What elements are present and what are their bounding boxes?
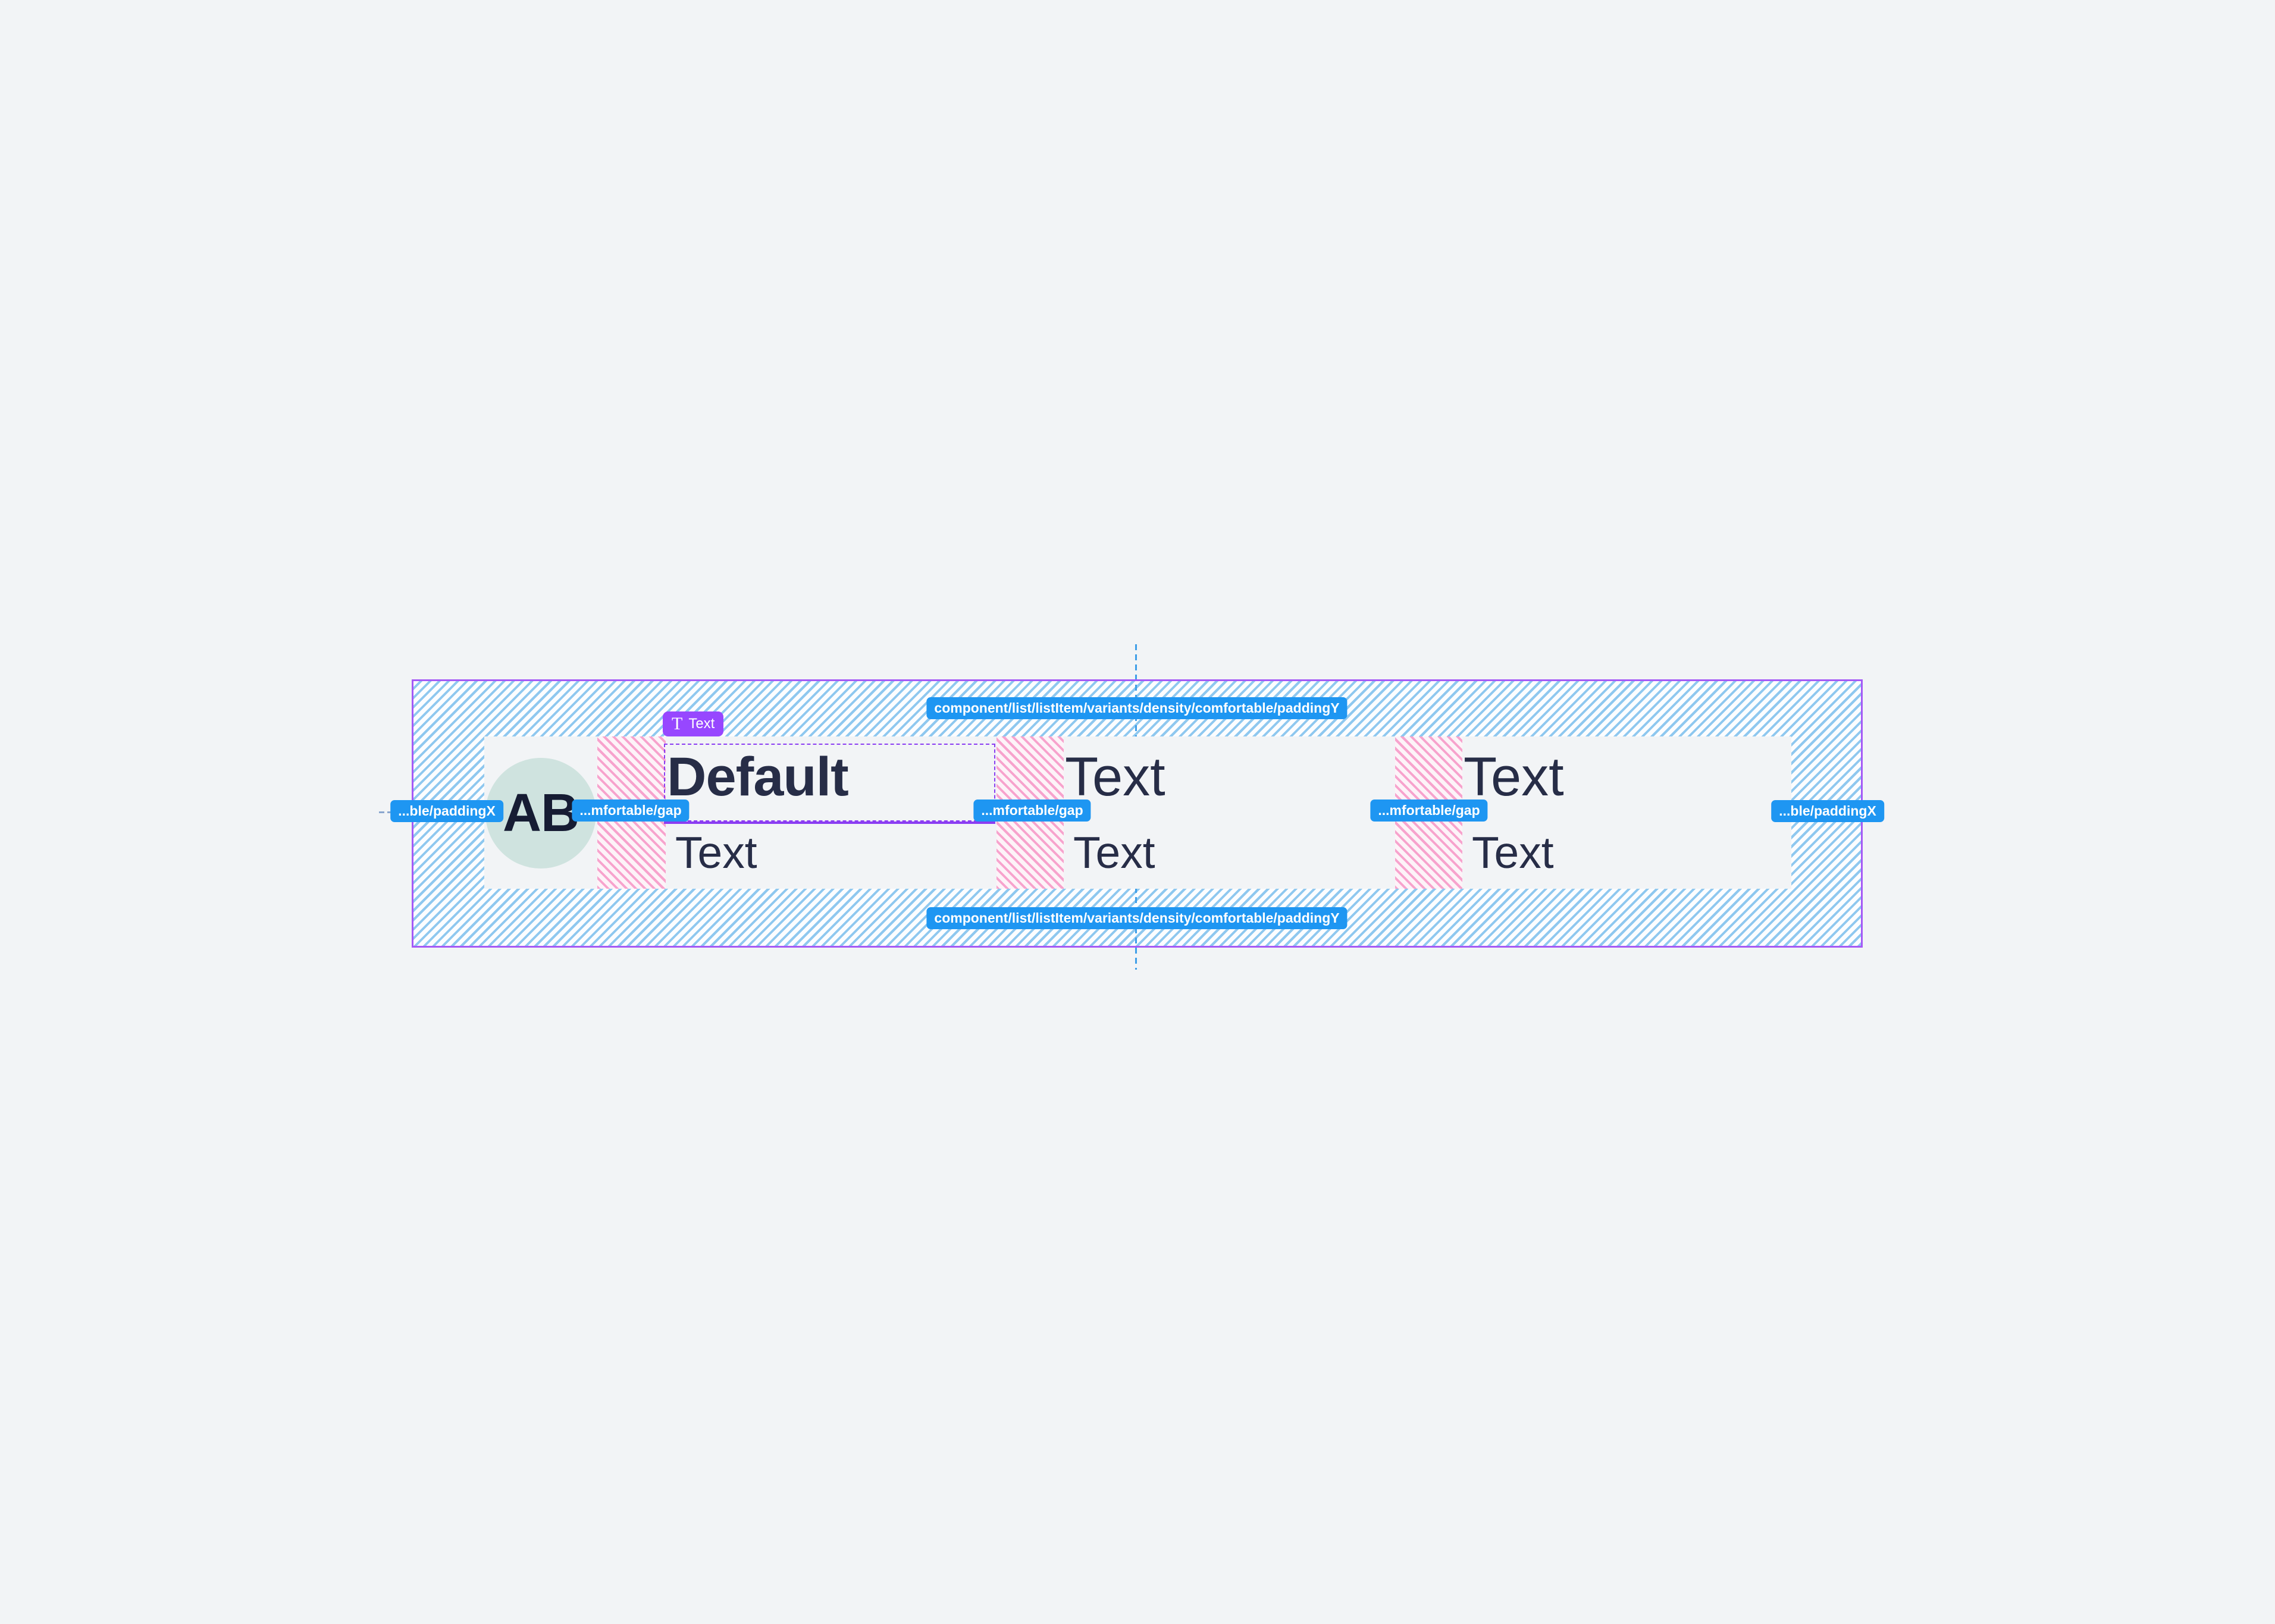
text-node-selection-baseline (664, 822, 995, 824)
list-item-subtitle[interactable]: Text (1472, 827, 1554, 877)
text-tool-icon: T (672, 714, 683, 733)
token-pill-gap-2[interactable]: ...mfortable/gap (973, 800, 1091, 822)
avatar-initials: AB (503, 783, 579, 843)
list-item-title[interactable]: Default (667, 747, 849, 807)
token-pill-gap-1[interactable]: ...mfortable/gap (572, 800, 690, 822)
list-item-title[interactable]: Text (1464, 747, 1564, 807)
token-pill-gap-3[interactable]: ...mfortable/gap (1370, 800, 1488, 822)
token-pill-padding-y-top[interactable]: component/list/listItem/variants/density… (926, 697, 1348, 719)
node-type-label: Text (688, 716, 715, 732)
list-item-subtitle[interactable]: Text (1073, 827, 1155, 877)
text-node-selection[interactable] (664, 744, 995, 822)
token-pill-padding-y-bottom[interactable]: component/list/listItem/variants/density… (926, 907, 1348, 929)
text-cell-2[interactable] (1064, 736, 1395, 889)
list-item-subtitle[interactable]: Text (675, 827, 757, 877)
text-cell-1[interactable] (666, 736, 997, 889)
leader-dash (387, 811, 393, 813)
leader-dash (379, 811, 384, 813)
list-item-title[interactable]: Text (1065, 747, 1165, 807)
token-pill-padding-x-right[interactable]: ...ble/paddingX (1771, 800, 1884, 822)
node-type-badge[interactable]: T Text (663, 711, 724, 736)
text-cell-3[interactable] (1462, 736, 1791, 889)
token-pill-padding-x-left[interactable]: ...ble/paddingX (390, 800, 503, 822)
